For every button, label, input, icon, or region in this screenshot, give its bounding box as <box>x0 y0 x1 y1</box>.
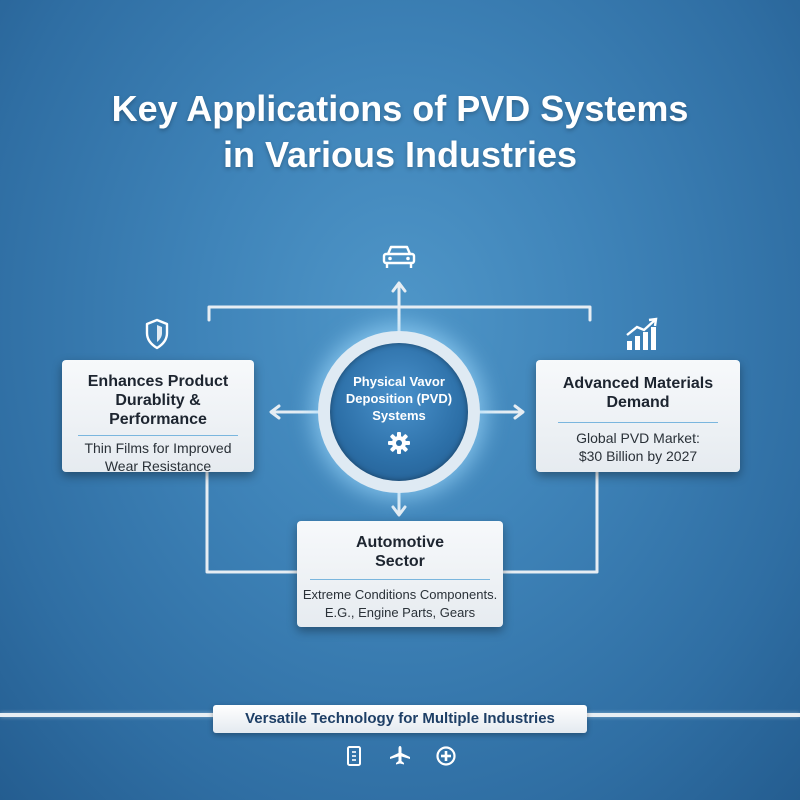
card-durability-heading-line-1: Enhances Product <box>87 373 229 390</box>
card-durability-heading-line-3: Performance <box>109 411 207 428</box>
car-icon <box>382 245 416 268</box>
card-materials-demand: Advanced Materials Demand Global PVD Mar… <box>536 360 740 472</box>
footer-banner: Versatile Technology for Multiple Indust… <box>213 705 587 733</box>
card-automotive-body-line-2: E.G., Engine Parts, Gears <box>324 605 476 620</box>
arrow-right-head <box>513 404 525 420</box>
card-automotive-heading-line-1: Automotive <box>356 534 444 551</box>
center-label: Physical Vavor Deposition (PVD) Systems <box>330 373 468 424</box>
center-label-line-3: Systems <box>372 408 426 423</box>
card-materials-heading: Advanced Materials Demand <box>536 360 740 412</box>
center-node: Physical Vavor Deposition (PVD) Systems <box>318 331 480 493</box>
medical-cross-icon <box>436 746 456 766</box>
gear-icon <box>388 432 410 454</box>
title-line-2: in Various Industries <box>222 134 578 175</box>
card-divider <box>310 579 490 580</box>
card-durability-body-line-2: Wear Resistance <box>104 458 212 474</box>
card-durability-heading: Enhances Product Durablity & Performance <box>62 360 254 429</box>
card-materials-body: Global PVD Market: $30 Billion by 2027 <box>536 429 740 465</box>
connector-right-loop <box>501 470 599 574</box>
center-label-line-2: Deposition (PVD) <box>345 391 453 406</box>
card-automotive-heading-line-2: Sector <box>375 553 425 570</box>
card-divider <box>78 435 238 436</box>
connector-left-loop <box>205 470 299 574</box>
arrow-up-head <box>391 281 407 293</box>
card-durability-heading-line-2: Durablity & <box>115 392 201 409</box>
title-line-1: Key Applications of PVD Systems <box>111 88 689 129</box>
card-durability-body: Thin Films for Improved Wear Resistance <box>62 439 254 475</box>
center-disc: Physical Vavor Deposition (PVD) Systems <box>330 343 468 481</box>
card-durability: Enhances Product Durablity & Performance… <box>62 360 254 475</box>
page-title: Key Applications of PVD Systems in Vario… <box>0 86 800 178</box>
card-materials-heading-line-1: Advanced Materials <box>562 375 714 392</box>
card-materials-heading-line-2: Demand <box>606 394 670 411</box>
phone-icon <box>347 746 361 766</box>
card-automotive: Automotive Sector Extreme Conditions Com… <box>297 521 503 627</box>
center-label-line-1: Physical Vavor <box>353 374 445 389</box>
airplane-icon <box>390 746 410 765</box>
card-materials-body-line-2: $30 Billion by 2027 <box>578 448 698 464</box>
card-automotive-body-line-1: Extreme Conditions Components. <box>302 587 498 602</box>
arrow-down-head <box>391 505 407 517</box>
card-automotive-heading: Automotive Sector <box>297 521 503 571</box>
card-automotive-body: Extreme Conditions Components. E.G., Eng… <box>297 586 503 622</box>
growth-chart-icon <box>626 317 658 350</box>
card-durability-body-line-1: Thin Films for Improved <box>84 440 232 456</box>
arrow-left-head <box>269 404 281 420</box>
card-divider <box>558 422 718 423</box>
shield-icon <box>145 318 169 350</box>
card-materials-body-line-1: Global PVD Market: <box>576 430 700 446</box>
